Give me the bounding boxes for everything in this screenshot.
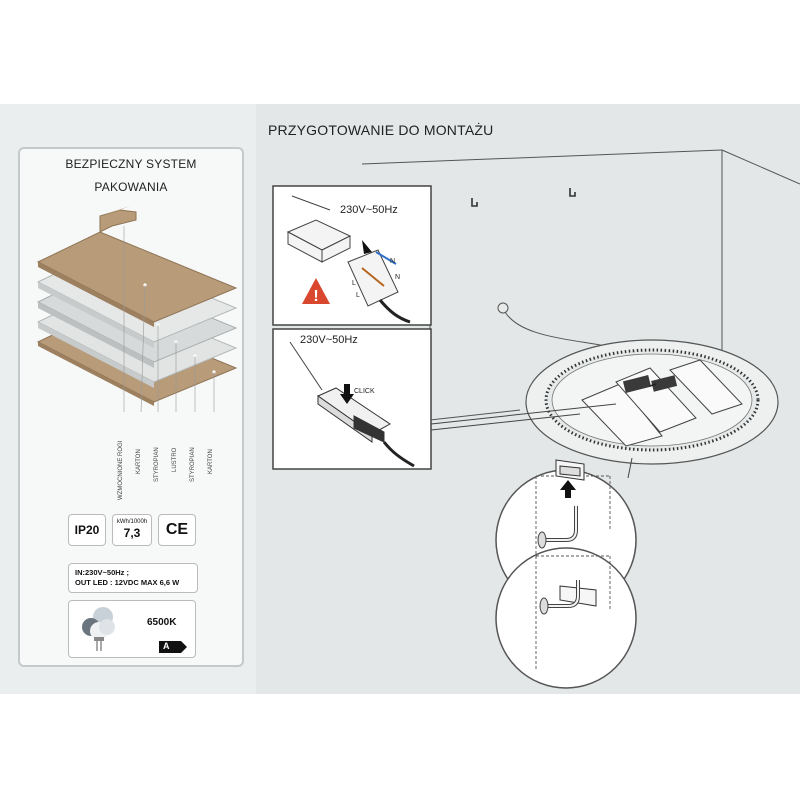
input-spec: IN:230V~50Hz ; bbox=[75, 568, 129, 577]
terminal-n1: N bbox=[390, 258, 396, 265]
wall-bracket-1 bbox=[555, 459, 585, 481]
inset2-voltage: 230V~50Hz bbox=[300, 334, 358, 346]
detail-circle-hook-mounted bbox=[495, 547, 637, 689]
packaging-title-line1: BEZPIECZNY SYSTEM bbox=[65, 157, 197, 171]
ce-badge: CE bbox=[158, 514, 196, 546]
quick-connector bbox=[316, 387, 391, 443]
color-temperature-box: 6500K A bbox=[68, 600, 196, 658]
color-temp-label: 6500K bbox=[147, 617, 177, 628]
reinforced-corner bbox=[99, 206, 137, 233]
terminal-l2: L bbox=[356, 292, 360, 299]
layer-cardboard-top bbox=[36, 231, 238, 327]
click-label: CLICK bbox=[354, 388, 375, 395]
insert-arrow-1 bbox=[362, 240, 372, 254]
warning-icon: ! bbox=[302, 278, 330, 305]
energy-class-label: A bbox=[163, 641, 170, 651]
blue-wire bbox=[375, 251, 397, 265]
click-arrow bbox=[340, 384, 354, 404]
inset1-voltage: 230V~50Hz bbox=[340, 204, 398, 216]
terminal-n2: N bbox=[395, 274, 401, 281]
led-bulb-icon bbox=[82, 607, 187, 653]
output-spec: OUT LED : 12VDC MAX 6,6 W bbox=[75, 578, 180, 587]
energy-value: 7,3 bbox=[123, 526, 141, 540]
cable-outlet bbox=[497, 302, 509, 314]
wiring-inset-1 bbox=[272, 185, 432, 326]
packaging-title-line2: PAKOWANIA bbox=[94, 180, 168, 194]
ip-rating-badge: IP20 bbox=[68, 514, 106, 546]
wall-hooks bbox=[471, 188, 576, 207]
energy-unit: kWh/1000h bbox=[116, 519, 148, 525]
terminal-l1: L bbox=[352, 280, 356, 287]
brown-wire bbox=[361, 267, 385, 287]
mounting-title: PRZYGOTOWANIE DO MONTAŻU bbox=[268, 122, 494, 138]
energy-badge: kWh/1000h 7,3 bbox=[112, 514, 152, 546]
electrical-spec-box: IN:230V~50Hz ; OUT LED : 12VDC MAX 6,6 W bbox=[68, 563, 198, 593]
round-mirror bbox=[525, 339, 779, 465]
svg-text:!: ! bbox=[313, 288, 318, 305]
